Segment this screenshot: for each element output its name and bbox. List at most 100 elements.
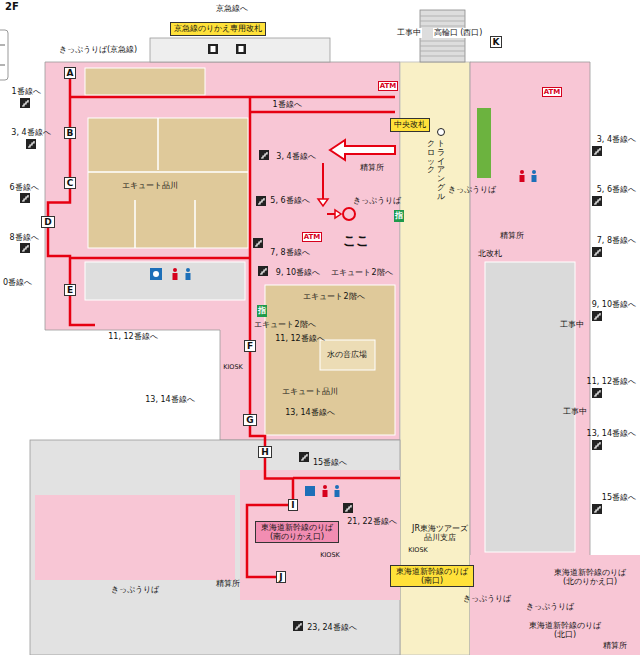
node-text: 中央改札 [394, 120, 426, 129]
platform-label: 5, 6番線へ [270, 196, 309, 205]
node-text: 京急線のりかえ専用改札 [174, 24, 262, 33]
stair-icon [20, 193, 30, 203]
accessible-icon [305, 486, 315, 496]
platform-label: 6番線へ [9, 183, 38, 192]
route-letter: C [64, 177, 77, 189]
route-letter: K [490, 36, 503, 48]
platform-label: 3, 4番線へ [11, 128, 50, 137]
platform-label: 11, 12番線へ [108, 332, 157, 341]
facility-label: 精算所 [603, 641, 627, 650]
notice-label: 工事中 [396, 28, 422, 37]
node-text: A [67, 68, 74, 78]
keikyu-gate-area [150, 38, 330, 62]
direction-label: 京急線へ [216, 4, 248, 13]
restroom-icon [520, 170, 524, 174]
stair-icon [592, 146, 602, 156]
facility-label: きっぷうりば [463, 594, 511, 603]
restroom-icon [173, 268, 177, 272]
restroom-icon [532, 170, 536, 174]
route-connector [69, 139, 72, 177]
stair-icon [26, 139, 36, 149]
node-text: J [279, 572, 282, 582]
restroom-icon [335, 490, 340, 497]
pointer-arrow [330, 140, 395, 160]
facility-label: きっぷうりば [526, 602, 574, 611]
route-connector [48, 189, 70, 216]
pointer-arrow [335, 210, 341, 218]
shop-label: エキュート2階へ [254, 320, 315, 329]
zoom-marks [0, 45, 5, 65]
restroom-icon [335, 485, 339, 489]
shop-dividers [88, 118, 248, 248]
route-letter: A [64, 67, 77, 79]
floor-label: 2F [5, 1, 19, 13]
platform-label: 13, 14番線へ [145, 395, 194, 404]
node-text: 東海道新幹線のりば (南のりかえ口) [259, 523, 335, 541]
stair-icon [258, 266, 268, 276]
route-line [70, 97, 400, 478]
facility-label: きっぷうりば [353, 196, 401, 205]
restroom-icon [186, 273, 191, 280]
water-plaza [320, 340, 375, 370]
route-letter: B [64, 127, 77, 139]
platform-label: 15番線へ [313, 458, 347, 467]
platform-label: 3, 4番線へ [597, 135, 636, 144]
platform-label: 15番線へ [602, 493, 636, 502]
shop-label: エキュート2階へ [303, 292, 364, 301]
shop-label: KIOSK [320, 552, 340, 559]
platform-label: 23, 24番線へ [307, 623, 356, 632]
shop-label: KIOSK [223, 364, 243, 371]
facility-label: 精算所 [360, 163, 384, 172]
accessible-icon [150, 268, 162, 280]
stair-icon [20, 243, 30, 253]
notice-label: 工事中 [560, 320, 584, 329]
clock-label: トライアングル [437, 140, 445, 202]
platform-label: 1番線へ [272, 100, 301, 109]
stair-icon [259, 150, 269, 160]
route-letter: F [244, 340, 256, 352]
place-label: 水の音広場 [327, 350, 367, 359]
node-text: F [247, 341, 253, 351]
node-text: B [67, 128, 74, 138]
route-connector [69, 79, 72, 127]
atm-label: ATM [378, 81, 399, 91]
ecute-block [88, 118, 248, 248]
route-letter: E [64, 284, 76, 296]
gate-label: 北改札 [478, 249, 502, 258]
stair-icon [592, 440, 602, 450]
route-letter: J [276, 571, 285, 583]
here-marker: ここ [343, 234, 369, 249]
stair-icon [592, 504, 602, 514]
route-letter: G [243, 414, 256, 426]
route-letter: I [288, 499, 297, 511]
shinkansen-gate-box: 東海道新幹線のりば (南のりかえ口) [255, 521, 339, 543]
platform-label: 13, 14番線へ [285, 408, 334, 417]
green-counter [477, 108, 491, 178]
south-west-hall [35, 495, 235, 580]
platform-label: 21, 22番線へ [347, 517, 396, 526]
ticket-gate-box: 中央改札 [390, 118, 430, 131]
node-text: C [67, 178, 74, 188]
sign-label: 指 [257, 305, 267, 316]
platform-label: 11, 12番線へ [587, 377, 636, 386]
route-letter: D [41, 216, 54, 228]
shop-block [85, 68, 205, 95]
north-shinkansen-hall [470, 555, 640, 655]
exit-label: 高輪口 (西口) [433, 28, 484, 37]
shop-label: エキュート2階へ [331, 268, 392, 277]
accessible-icon-mark [153, 271, 159, 277]
stair-icon [293, 621, 303, 631]
node-text: G [246, 415, 253, 425]
stair-icon [253, 238, 263, 248]
node-text: K [493, 37, 500, 47]
ecute-center [265, 285, 395, 435]
facility-label: きっぷうりば [111, 585, 159, 594]
platform-label: 9, 10番線へ [592, 300, 636, 309]
platform-label: 1番線へ [11, 87, 40, 96]
gate-label: 東海道新幹線のりば (北のりかえ口) [550, 568, 630, 586]
shop-label: エキュート品川 [122, 181, 178, 190]
restroom-icon [173, 273, 178, 280]
ticket-gate-box: 京急線のりかえ専用改札 [170, 22, 266, 35]
